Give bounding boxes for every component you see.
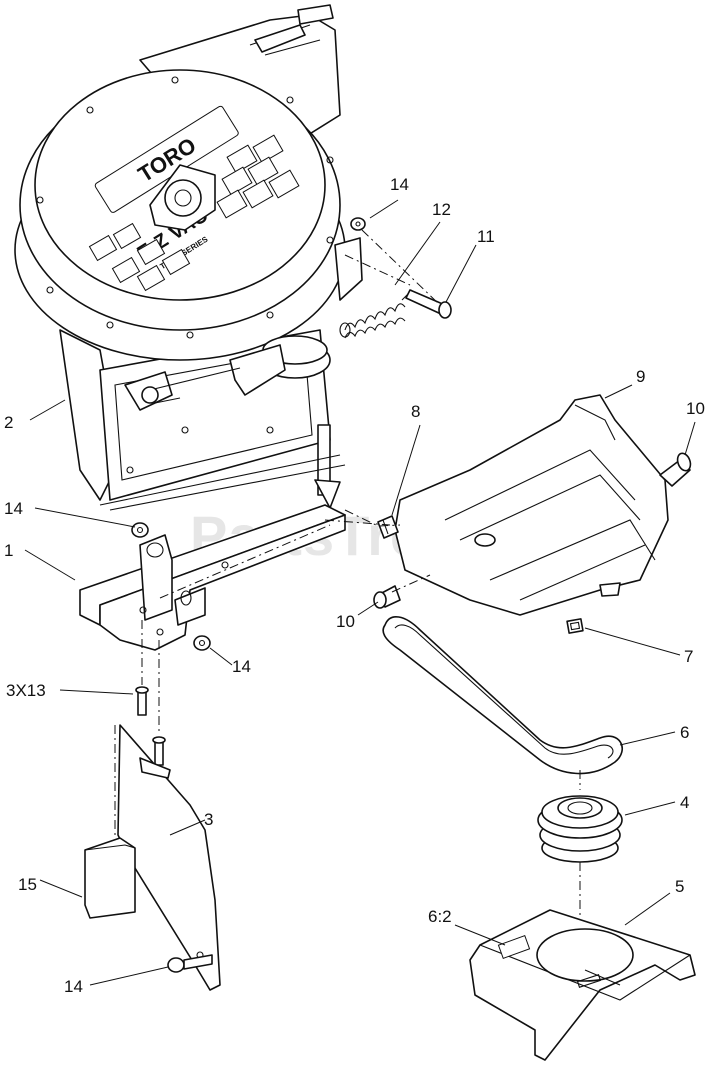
callout-8: 8 xyxy=(411,402,420,421)
warning-decals-left xyxy=(88,222,191,292)
bracket-label-plate xyxy=(497,934,531,960)
chute-handle xyxy=(297,4,334,25)
callout-1: 1 xyxy=(4,541,13,560)
shoulder-bolt xyxy=(405,289,452,319)
guard-decal xyxy=(566,618,584,634)
callout-14-bottom: 14 xyxy=(64,977,83,996)
deflector-shield xyxy=(84,837,136,919)
chute-latch xyxy=(254,24,306,53)
shaft-bracket xyxy=(314,479,341,509)
flange-nut-left xyxy=(131,522,149,538)
flange-nut-mid xyxy=(193,635,211,651)
leader-lines xyxy=(24,199,696,986)
callout-14-top: 14 xyxy=(390,175,409,194)
drive-pulley xyxy=(537,795,623,863)
callout-7: 7 xyxy=(684,647,693,666)
warning-decals-right xyxy=(216,134,300,219)
callout-2: 2 xyxy=(4,413,13,432)
base-bracket xyxy=(469,909,696,1061)
callout-15: 15 xyxy=(18,875,37,894)
callout-11: 11 xyxy=(477,227,495,246)
retaining-clip xyxy=(377,515,399,539)
flange-nut-bottom xyxy=(167,954,213,973)
callout-labels: 2 1 14 3X13 3 15 14 14 14 12 11 8 9 10 1… xyxy=(4,175,705,996)
impeller-hub xyxy=(149,164,216,231)
spring-bracket xyxy=(334,237,363,301)
flange-nut-top xyxy=(350,217,366,231)
belt-guard xyxy=(394,394,669,616)
callout-10-right: 10 xyxy=(686,399,705,418)
housing-spindle xyxy=(124,335,331,411)
callout-9: 9 xyxy=(636,367,645,386)
flange-bolts xyxy=(36,76,334,339)
callout-3x13: 3X13 xyxy=(6,681,46,700)
knob-right xyxy=(659,452,692,487)
callout-10-left: 10 xyxy=(336,612,355,631)
blower-housing-assembly: TORO E-Z VAC TITAN SERIES xyxy=(14,4,363,511)
mounting-bracket xyxy=(79,504,346,651)
callout-6: 5 xyxy=(675,877,684,896)
callout-5: 6 xyxy=(680,723,689,742)
knob-left xyxy=(373,585,401,609)
carriage-bolt-1 xyxy=(135,686,149,716)
v-belt xyxy=(382,616,623,775)
callout-3: 3 xyxy=(204,810,213,829)
callout-14-mid: 14 xyxy=(232,657,251,676)
carriage-bolt-2 xyxy=(152,736,166,766)
callout-4: 4 xyxy=(680,793,689,812)
callout-6-2: 6:2 xyxy=(428,907,452,926)
callout-12: 12 xyxy=(432,200,451,219)
tension-spring xyxy=(339,289,413,339)
callout-14-left: 14 xyxy=(4,499,23,518)
